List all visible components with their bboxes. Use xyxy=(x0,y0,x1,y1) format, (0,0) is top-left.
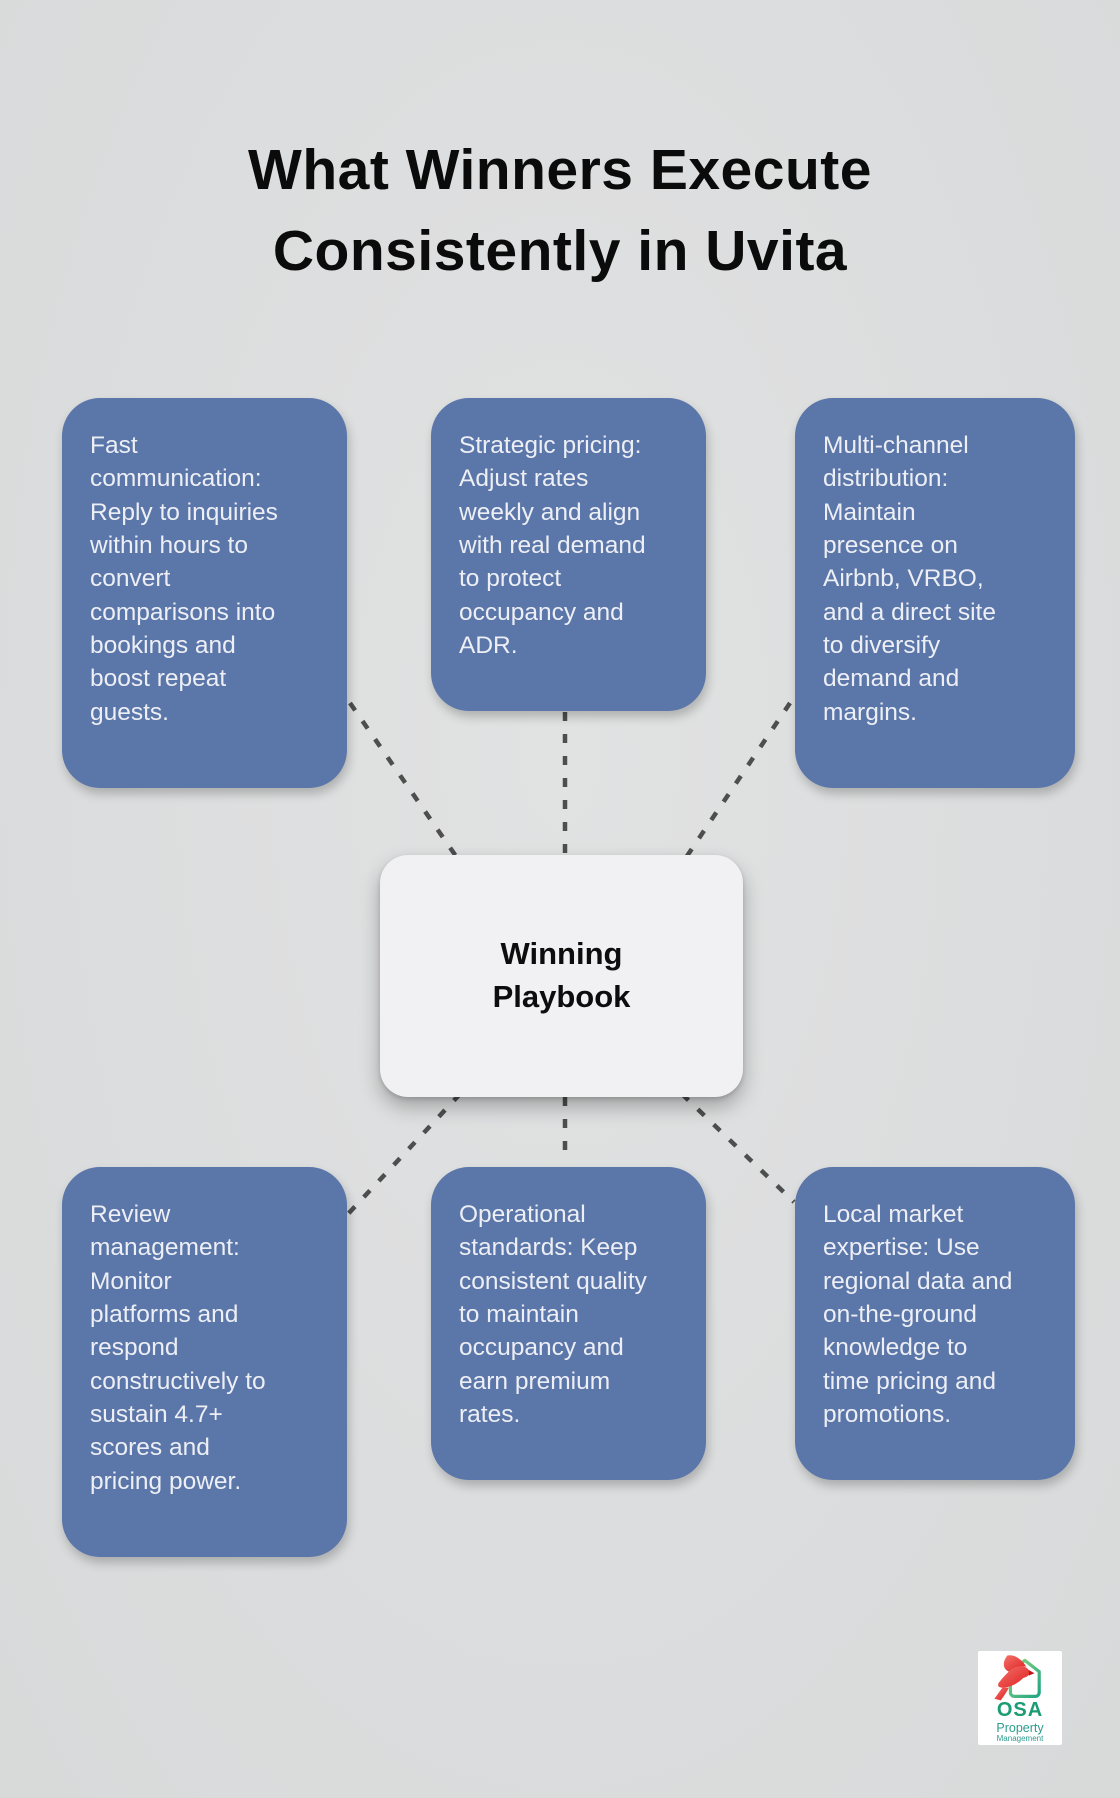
bird-icon xyxy=(994,1655,1035,1701)
center-node-label: Winning Playbook xyxy=(492,936,631,1014)
osa-logo-icon xyxy=(994,1655,1041,1701)
page-title: What Winners Execute Consistently in Uvi… xyxy=(248,138,872,284)
node-multi-channel-distribution: Multi-channel distribution: Maintain pre… xyxy=(795,398,1075,788)
connector-line xyxy=(681,701,792,864)
connector-line xyxy=(680,1092,796,1204)
house-icon xyxy=(1008,1658,1041,1698)
center-node-winning-playbook: Winning Playbook xyxy=(380,855,743,1097)
connector-line xyxy=(348,701,462,864)
node-fast-communication: Fast communication: Reply to inquiries w… xyxy=(62,398,347,788)
osa-logo-management: Management xyxy=(996,1734,1044,1744)
node-local-market-expertise: Local market expertise: Use regional dat… xyxy=(795,1167,1075,1480)
osa-logo-brand: OSA xyxy=(996,1699,1044,1721)
osa-logo-property: Property xyxy=(996,1721,1044,1735)
connector-line xyxy=(346,1092,462,1216)
node-review-management: Review management: Monitor platforms and… xyxy=(62,1167,347,1557)
osa-logo: OSA Property Management xyxy=(978,1651,1062,1745)
node-operational-standards: Operational standards: Keep consistent q… xyxy=(431,1167,706,1480)
node-strategic-pricing: Strategic pricing: Adjust rates weekly a… xyxy=(431,398,706,711)
